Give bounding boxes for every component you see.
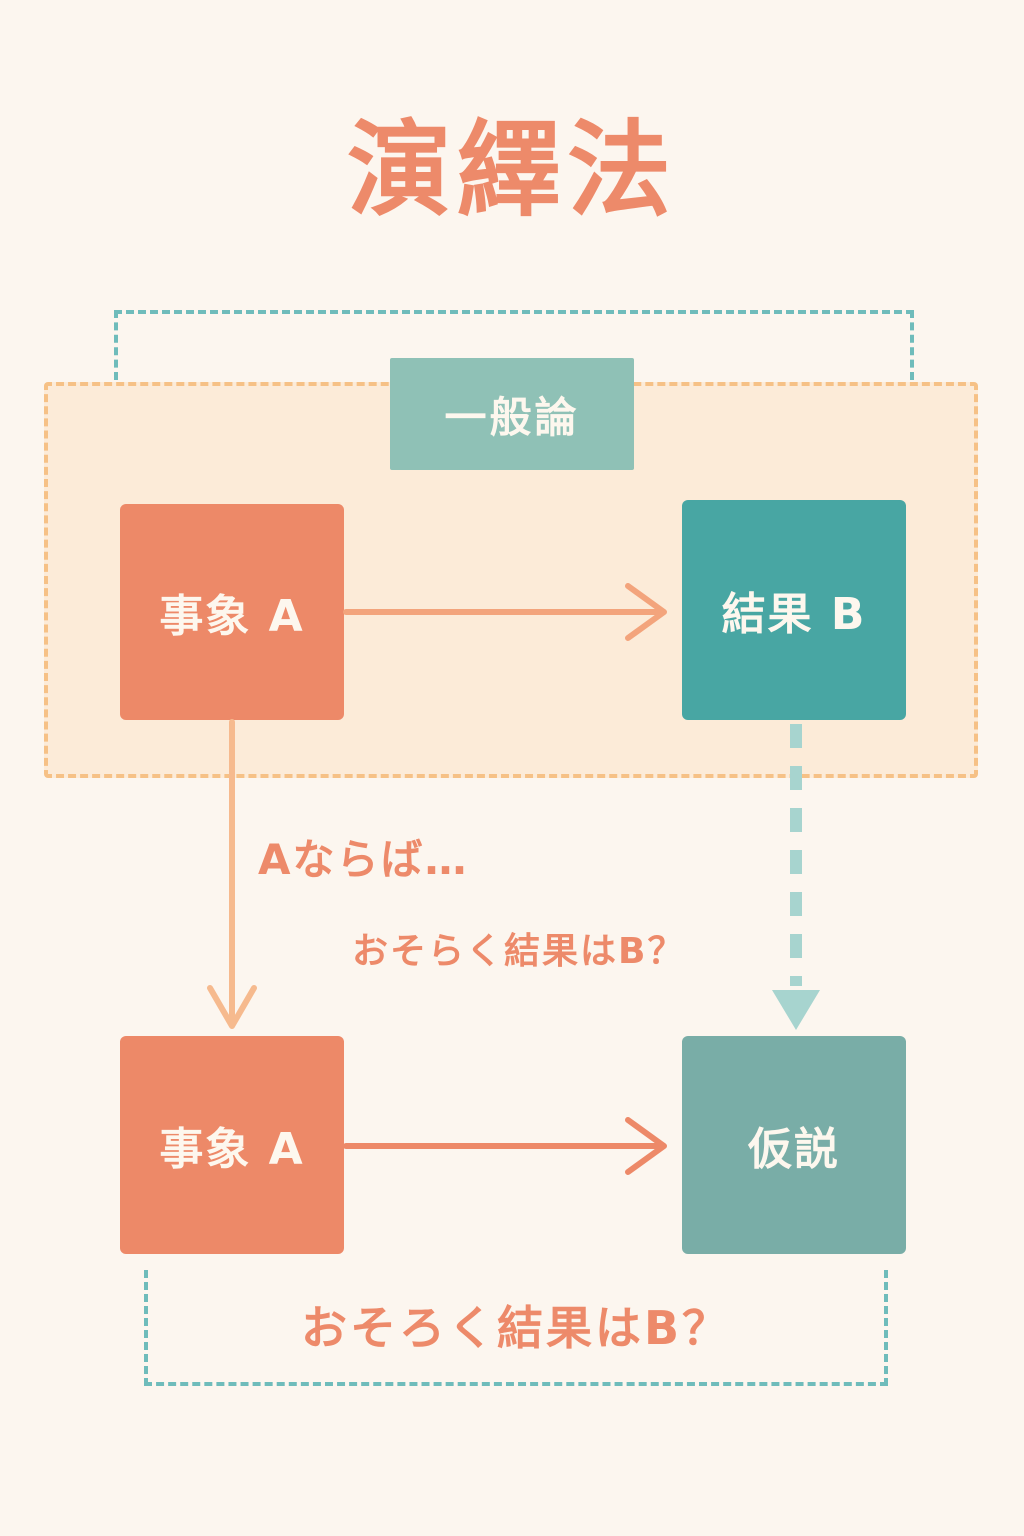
page-title: 演繹法	[346, 109, 677, 231]
hypothesis-box: 仮説	[682, 1036, 906, 1254]
arrow-event-to-hypothesis	[343, 1117, 667, 1175]
if-a-annotation: Aならば…	[258, 835, 469, 884]
top-dashed-bracket	[114, 310, 914, 380]
event-a-box-bottom: 事象 A	[120, 1036, 344, 1254]
result-b-box: 結果 B	[682, 500, 906, 720]
probably-result-annotation: おそらく結果はB？	[352, 931, 686, 972]
bottom-dashed-bracket	[144, 1270, 888, 1386]
general-theory-label: 一般論	[390, 358, 634, 470]
event-a-box-top: 事象 A	[120, 504, 344, 720]
probably-result-conclusion: おそろく結果はB？	[300, 1301, 732, 1355]
